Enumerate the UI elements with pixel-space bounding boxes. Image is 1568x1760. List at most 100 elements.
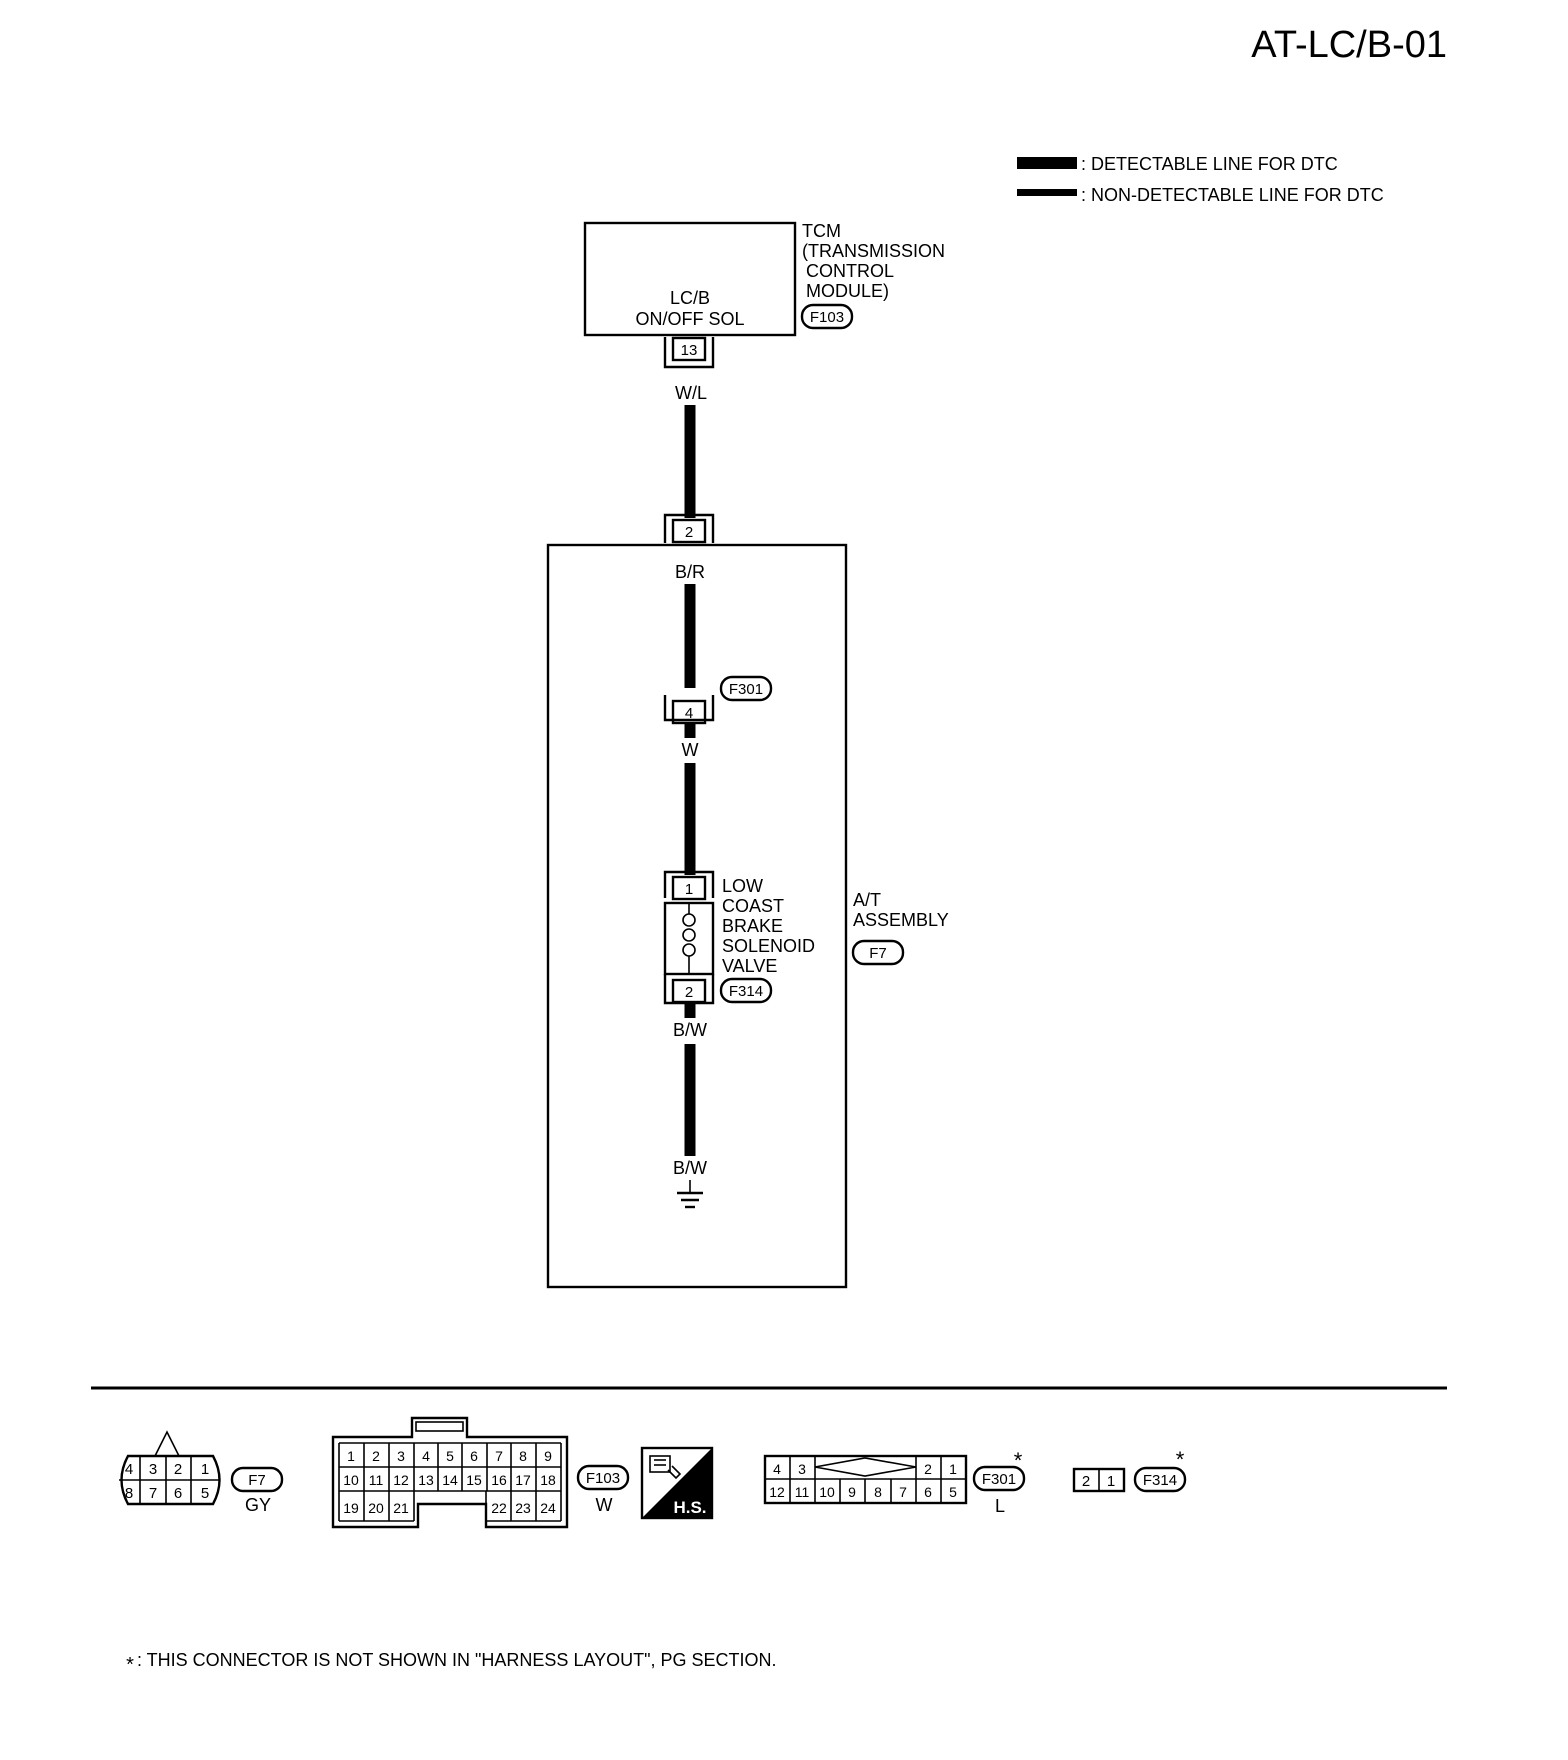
tcm-connector-tag	[800, 303, 854, 330]
f301-connector-tag	[719, 675, 773, 702]
f314-panel-id: F314	[1143, 1472, 1177, 1489]
solenoid-name-line1: LOW	[722, 876, 763, 896]
f103-pin: 4	[422, 1448, 430, 1464]
f103-pin: 24	[540, 1500, 556, 1516]
wire-color-br: B/R	[675, 562, 705, 582]
f314-connector-face: 2 1 F314 *	[1072, 1447, 1187, 1493]
tcm-name-line4: MODULE)	[806, 281, 889, 301]
legend: : DETECTABLE LINE FOR DTC : NON-DETECTAB…	[1017, 154, 1384, 205]
f314-pin: 1	[1107, 1473, 1115, 1490]
at-name-line1: A/T	[853, 890, 881, 910]
f7-pin: 1	[201, 1461, 209, 1478]
at-pin-connector: 2	[663, 513, 715, 544]
f301-connector-id: F301	[729, 681, 763, 698]
f103-pin: 15	[466, 1472, 482, 1488]
f301-pin: 2	[924, 1461, 932, 1477]
f7-panel-id: F7	[248, 1472, 266, 1489]
solenoid-name-line5: VALVE	[722, 956, 777, 976]
hs-badge: H.S.	[640, 1446, 714, 1520]
wire-color-w: W	[682, 740, 699, 760]
f314-connector-id: F314	[729, 983, 763, 1000]
legend-non-detectable: : NON-DETECTABLE LINE FOR DTC	[1081, 185, 1384, 205]
ground-wire-color: B/W	[673, 1158, 707, 1178]
tcm-signal-line1: LC/B	[670, 288, 710, 308]
at-pin-2: 2	[685, 524, 693, 541]
f314-pin: 2	[1082, 1473, 1090, 1490]
page-title: AT-LC/B-01	[1251, 24, 1447, 66]
hs-shade	[642, 1448, 712, 1518]
tcm-pin-connector: 13	[663, 336, 715, 369]
f103-pin: 7	[495, 1448, 503, 1464]
solenoid-name-line4: SOLENOID	[722, 936, 815, 956]
f7-pin: 3	[149, 1461, 157, 1478]
solenoid-pin-in-box	[671, 875, 707, 901]
at-pin-box	[671, 518, 707, 544]
f301-pin: 1	[949, 1461, 957, 1477]
f103-pin: 8	[519, 1448, 527, 1464]
tcm-name-line3: CONTROL	[806, 261, 894, 281]
f7-panel-tag	[230, 1466, 284, 1493]
at-name-line2: ASSEMBLY	[853, 910, 949, 930]
solenoid-name-line2: COAST	[722, 896, 784, 916]
f103-pin: 19	[343, 1500, 359, 1516]
f103-pin: 1	[347, 1448, 355, 1464]
f301-color: L	[995, 1496, 1005, 1516]
connector-icon	[649, 1455, 682, 1480]
f103-pin: 6	[470, 1448, 478, 1464]
tcm-pin-13: 13	[681, 342, 698, 359]
f7-connector-face: 4 3 2 1 8 7 6 5 F7 GY	[119, 1430, 284, 1515]
f7-pin: 8	[125, 1485, 133, 1502]
f314-asterisk: *	[1176, 1447, 1185, 1472]
solenoid-pin-out-box	[671, 978, 707, 1004]
f103-pin: 13	[418, 1472, 434, 1488]
tcm-box	[583, 221, 797, 337]
f103-pin: 16	[491, 1472, 507, 1488]
footnote: * : THIS CONNECTOR IS NOT SHOWN IN "HARN…	[126, 1650, 776, 1676]
f103-pin: 2	[372, 1448, 380, 1464]
f301-pin: 6	[924, 1484, 932, 1500]
solenoid-pin-2: 2	[685, 984, 693, 1001]
f103-pin: 11	[369, 1472, 384, 1488]
tcm-name-line2: (TRANSMISSION	[802, 241, 945, 261]
f7-pin: 4	[125, 1461, 133, 1478]
footnote-asterisk: *	[126, 1654, 134, 1676]
legend-detectable: : DETECTABLE LINE FOR DTC	[1081, 154, 1338, 174]
tcm-name-line1: TCM	[802, 221, 841, 241]
f103-pin: 18	[540, 1472, 556, 1488]
ground-icon	[677, 1180, 703, 1209]
solenoid-name-line3: BRAKE	[722, 916, 783, 936]
f103-color: W	[596, 1495, 613, 1515]
f301-pin: 3	[798, 1461, 806, 1477]
f301-pin: 7	[899, 1484, 907, 1500]
junction-connector: 4 F301	[663, 675, 773, 725]
f7-pin: 2	[174, 1461, 182, 1478]
f301-pin: 12	[769, 1484, 785, 1500]
f301-pin: 11	[795, 1484, 810, 1500]
f314-panel-tag	[1133, 1466, 1187, 1493]
f7-key-mark	[154, 1430, 180, 1457]
f301-key-mark	[814, 1457, 917, 1477]
at-assembly-label: A/T ASSEMBLY F7	[851, 890, 949, 966]
tcm-connector-id: F103	[810, 309, 844, 326]
tcm-pin-box	[671, 336, 707, 362]
f103-pin: 21	[393, 1500, 409, 1516]
f301-panel-tag	[972, 1465, 1026, 1492]
f103-panel-id: F103	[586, 1470, 620, 1487]
f103-pin: 22	[491, 1500, 507, 1516]
f7-pin: 7	[149, 1485, 157, 1502]
tcm-block: LC/B ON/OFF SOL TCM (TRANSMISSION CONTRO…	[583, 221, 945, 337]
footnote-text: : THIS CONNECTOR IS NOT SHOWN IN "HARNES…	[137, 1650, 777, 1670]
f301-pin: 8	[874, 1484, 882, 1500]
f301-pin: 5	[949, 1484, 957, 1500]
wire-color-bw: B/W	[673, 1020, 707, 1040]
f103-pin: 23	[515, 1500, 531, 1516]
f301-asterisk: *	[1014, 1448, 1023, 1473]
hs-label: H.S.	[673, 1498, 706, 1517]
f103-pin: 5	[446, 1448, 454, 1464]
f7-color: GY	[245, 1495, 271, 1515]
f314-connector-tag	[719, 977, 773, 1004]
f7-shell	[120, 1454, 221, 1506]
f7-pin: 5	[201, 1485, 209, 1502]
